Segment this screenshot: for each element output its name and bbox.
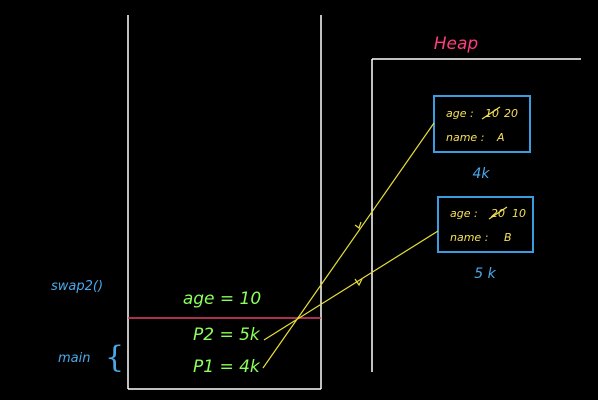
- swap2-age-var: age = 10: [183, 289, 261, 309]
- age-new-value: 10: [512, 207, 526, 220]
- strikethrough: [481, 106, 501, 120]
- age-label: age :: [450, 207, 478, 220]
- heap-object-5k: age : 20 10 name : B: [437, 196, 534, 253]
- arrow-p1-to-4k: [262, 122, 435, 369]
- reference-arrows: [262, 122, 439, 369]
- main-frame-brace: {: [105, 340, 124, 375]
- arrowhead-p1: [354, 221, 362, 229]
- age-label: age :: [446, 107, 474, 120]
- age-new-value: 20: [504, 107, 518, 120]
- object-box: [437, 196, 534, 253]
- address-5k: 5 k: [474, 266, 496, 282]
- name-value: B: [504, 231, 512, 244]
- strikethrough: [488, 206, 508, 220]
- heap-title: Heap: [434, 34, 479, 54]
- var-p1: P1 = 4k: [193, 357, 261, 377]
- var-p2: P2 = 5k: [193, 325, 261, 345]
- name-label: name :: [450, 231, 488, 244]
- address-4k: 4k: [472, 166, 490, 182]
- arrowhead-p2: [354, 278, 363, 287]
- name-value: A: [496, 131, 505, 144]
- name-label: name :: [446, 131, 484, 144]
- heap-object-4k: age : 10 20 name : A: [433, 95, 531, 153]
- arrow-p2-to-5k: [263, 230, 439, 341]
- frame-label-swap2: swap2(): [51, 279, 103, 294]
- frame-label-main: main: [58, 351, 90, 366]
